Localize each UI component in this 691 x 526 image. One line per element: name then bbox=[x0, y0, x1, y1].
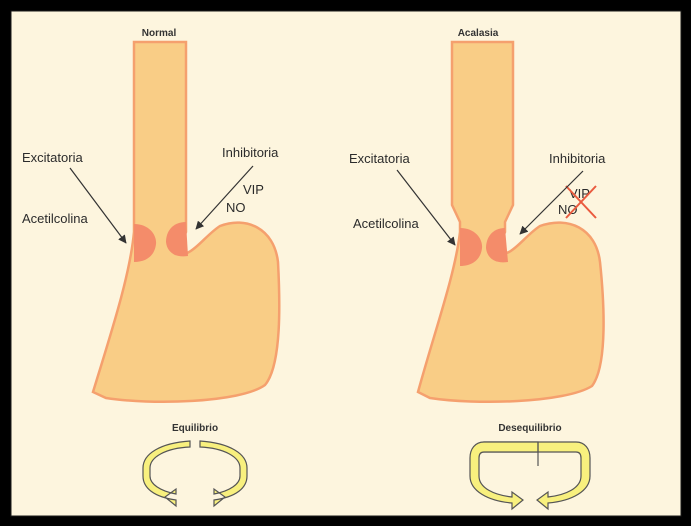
normal-vip-label: VIP bbox=[243, 182, 264, 197]
achalasia-title: Acalasia bbox=[458, 28, 499, 39]
normal-acetylcholine-label: Acetilcolina bbox=[22, 211, 89, 226]
normal-balance-label: Equilibrio bbox=[172, 423, 218, 434]
normal-title: Normal bbox=[142, 28, 177, 39]
achalasia-inhibitory-label: Inhibitoria bbox=[549, 151, 606, 166]
normal-inhibitory-label: Inhibitoria bbox=[222, 145, 279, 160]
achalasia-acetylcholine-label: Acetilcolina bbox=[353, 216, 420, 231]
normal-excitatory-label: Excitatoria bbox=[22, 150, 83, 165]
normal-no-label: NO bbox=[226, 200, 246, 215]
achalasia-imbalance-label: Desequilibrio bbox=[498, 423, 561, 434]
achalasia-excitatory-label: Excitatoria bbox=[349, 151, 410, 166]
